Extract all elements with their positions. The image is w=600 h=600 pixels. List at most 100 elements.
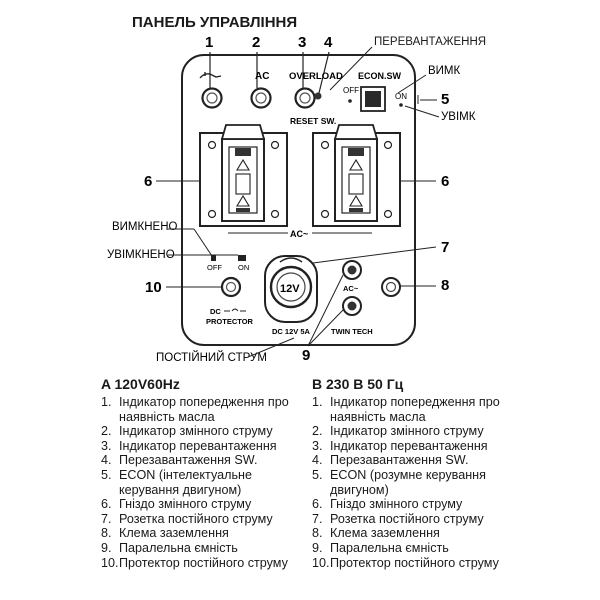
dc-label-ua: ПОСТІЙНИЙ СТРУМ <box>156 351 267 364</box>
overload-indicator: OVERLOAD RESET SW. <box>289 71 343 126</box>
list-item: 3. Індикатор перевантаження <box>101 439 301 454</box>
oil-warning-indicator <box>199 72 223 109</box>
diagram-title: ПАНЕЛЬ УПРАВЛІННЯ <box>132 14 297 31</box>
dc-rating-label: DC 12V 5A <box>272 327 311 336</box>
callout-1: 1 <box>205 34 213 51</box>
callout-7: 7 <box>441 239 449 256</box>
list-item-text: Паралельна ємність <box>330 540 449 555</box>
twin-tech-label: TWIN TECH <box>331 327 373 336</box>
legend-lists: A 120V60Hz 1.Індикатор попередження про … <box>0 375 600 600</box>
list-item-number: 6. <box>312 497 323 512</box>
callout-6-right: 6 <box>441 173 449 190</box>
list-item-text: Індикатор перевантаження <box>330 438 488 453</box>
list-item-text: Розетка постійного струму <box>119 511 273 526</box>
reset-label: RESET SW. <box>290 116 336 126</box>
list-a-items: 1. Індикатор попередження про наявність м… <box>101 395 301 570</box>
dc-12v-outlet[interactable]: 12V <box>264 255 318 323</box>
sw-off-label: OFF <box>207 263 222 272</box>
on-label-ua: УВІМК <box>441 111 476 123</box>
callout-4: 4 <box>324 34 333 51</box>
list-item-text: Клема заземлення <box>330 526 440 541</box>
list-item-number: 1. <box>101 395 112 409</box>
list-item: 2.Індикатор змінного струму <box>101 424 301 439</box>
ground-terminal[interactable] <box>381 277 401 297</box>
list-item-number: 2. <box>312 424 323 439</box>
list-item-number: 10. <box>101 555 119 570</box>
list-item-number: 10. <box>312 555 330 570</box>
list-item: 4. Перезавантаження SW. <box>101 453 301 468</box>
twelve-v-label: 12V <box>280 283 300 295</box>
list-item-text: Перезавантаження SW. <box>119 453 258 468</box>
list-item: 6. Гніздо змінного струму <box>312 497 512 512</box>
list-item-text: ECON (розумне керування двигуном) <box>330 467 486 497</box>
list-item: 4. Перезавантаження SW. <box>312 453 512 468</box>
dc-protector-label-2: PROTECTOR <box>206 317 254 326</box>
list-item-number: 4. <box>101 453 112 468</box>
list-item: 2. Індикатор змінного струму <box>312 424 512 439</box>
callout-10: 10 <box>145 279 162 296</box>
callout-9: 9 <box>302 347 310 364</box>
list-item-text: Індикатор попередження про наявність мас… <box>119 395 289 424</box>
list-item: 7. Розетка постійного струму <box>101 512 301 527</box>
sw-on-label: ON <box>238 263 249 272</box>
list-a: A 120V60Hz 1.Індикатор попередження про … <box>101 375 301 570</box>
list-item: 6. Гніздо змінного струму <box>101 497 301 512</box>
list-item-text: Розетка постійного струму <box>330 511 484 526</box>
list-item: 1. Індикатор попередження про наявність м… <box>101 395 301 424</box>
list-item-number: 5. <box>101 467 112 482</box>
econ-switch[interactable]: ECON.SW OFF ON <box>343 71 407 112</box>
dc-protector-button[interactable] <box>220 276 242 298</box>
list-item-text: Гніздо змінного струму <box>330 497 463 512</box>
callout-8: 8 <box>441 277 449 294</box>
callout-6-left: 6 <box>144 173 152 190</box>
ac-socket-right[interactable] <box>312 124 401 227</box>
callout-2: 2 <box>252 34 260 51</box>
overload-label-ua: ПЕРЕВАНТАЖЕННЯ <box>374 36 486 48</box>
list-item-text: Перезавантаження SW. <box>330 453 469 468</box>
ac-tilde-label: AC~ <box>290 229 308 239</box>
control-panel-diagram: ПАНЕЛЬ УПРАВЛІННЯ 1 2 3 4 ПЕРЕВАНТАЖЕННЯ… <box>107 14 486 364</box>
list-item-number: 6. <box>101 497 112 512</box>
list-item: 8. Клема заземлення <box>312 526 512 541</box>
list-b-heading: B 230 B 50 Гц <box>312 376 404 392</box>
list-item-text: Протектор постійного струму <box>330 555 499 570</box>
ac-socket-left[interactable] <box>199 124 288 227</box>
list-item-number: 3. <box>312 438 323 453</box>
list-item-text: Індикатор попередження про наявність мас… <box>330 395 500 424</box>
dc-protector-label-1: DC <box>210 307 221 316</box>
list-item-number: 4. <box>312 453 323 468</box>
list-item: 10.Протектор постійного струму <box>101 556 301 571</box>
switch-on-label-ua: УВІМКНЕНО <box>107 249 175 261</box>
list-item-text: Індикатор перевантаження <box>119 438 277 453</box>
list-item-number: 8. <box>101 526 112 541</box>
list-item-text: Протектор постійного струму <box>119 555 288 570</box>
list-item-number: 9. <box>312 540 323 555</box>
list-item: 5. ECON (інтелектуальне керування двигуно… <box>101 468 301 497</box>
ac-small-label: AC~ <box>343 284 359 293</box>
ac-top-label: AC <box>255 71 269 82</box>
list-item-number: 9. <box>101 540 112 555</box>
list-item-number: 7. <box>101 511 112 526</box>
list-item-text: Гніздо змінного струму <box>119 497 252 512</box>
list-item: 1. Індикатор попередження про наявність м… <box>312 395 512 424</box>
list-item-number: 7. <box>312 511 323 526</box>
overload-label: OVERLOAD <box>289 71 343 82</box>
list-item-number: 8. <box>312 526 323 541</box>
list-b: B 230 B 50 Гц 1. Індикатор попередження п… <box>312 375 512 570</box>
list-item-number: 1. <box>312 395 323 409</box>
list-item-number: 3. <box>101 438 112 453</box>
parallel-terminals[interactable]: AC~ TWIN TECH <box>331 260 373 336</box>
callout-5: 5 <box>441 91 449 108</box>
list-item: 5. ECON (розумне керування двигуном) <box>312 468 512 497</box>
list-item-text: Індикатор змінного струму <box>330 424 484 439</box>
dc-switch[interactable]: OFF ON <box>207 255 249 272</box>
list-item: 10.Протектор постійного струму <box>312 556 512 571</box>
list-item-text: ECON (інтелектуальне керування двигуном) <box>119 467 252 497</box>
list-item: 9. Паралельна ємність <box>312 541 512 556</box>
econ-on-label: ON <box>395 92 407 101</box>
off-label-ua: ВИМК <box>428 65 461 77</box>
list-item-text: Індикатор змінного струму <box>119 424 273 439</box>
list-item-number: 5. <box>312 467 323 482</box>
list-item-text: Клема заземлення <box>119 526 229 541</box>
list-item: 9.Паралельна ємність <box>101 541 301 556</box>
